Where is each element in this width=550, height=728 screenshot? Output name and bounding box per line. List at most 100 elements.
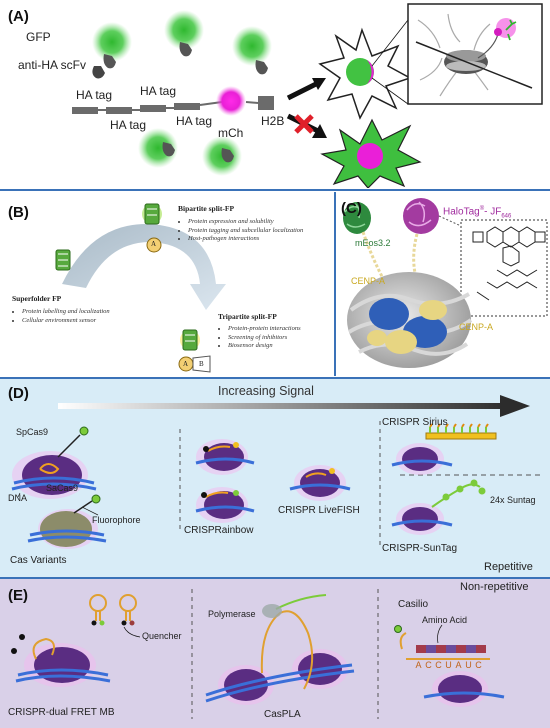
mcherry-icon (216, 86, 246, 116)
nonrepetitive-label: Non-repetitive (460, 581, 529, 593)
dye-structure-icon (472, 226, 546, 301)
ha-tag-label-1: HA tag (76, 88, 113, 102)
rna-sequence: A C C U A U C (414, 660, 483, 670)
rna-base: U (465, 660, 472, 670)
casilio-complex (394, 624, 505, 707)
livefish-label: CRISPR LiveFISH (278, 505, 360, 516)
gfp-scfv-3 (232, 26, 272, 75)
fret-label: CRISPR-dual FRET MB (8, 707, 115, 718)
separator-bc (334, 192, 336, 376)
superfolder-list: Protein labelling and localization Cellu… (12, 308, 110, 325)
bipartite-item: Protein expression and solubility (188, 218, 303, 227)
cas-complex-2 (27, 494, 107, 549)
fragment-b-label: B (199, 360, 204, 368)
halotag-protein-icon (403, 198, 439, 234)
caspla-label: CasPLA (264, 709, 301, 720)
sacas9-label: SaCas9 (46, 483, 79, 493)
gfp-label: GFP (26, 30, 51, 44)
meos-protein-icon (343, 202, 371, 234)
dye-structure-box (460, 219, 548, 317)
separator-cd (0, 377, 550, 379)
cell-top (318, 19, 412, 120)
caspla-complex (205, 594, 355, 705)
tripartite-item: Screening of inhibitors (228, 334, 301, 343)
quencher-label: Quencher (142, 631, 182, 641)
zoom-inset (407, 3, 543, 105)
panel-a: (A) GFP anti-HA scFv HA tag HA tag HA ta… (0, 0, 550, 188)
panel-a-graphic (72, 3, 543, 188)
tripartite-item: Protein-protein interactions (228, 325, 301, 334)
fluorophore-label: Fluorophore (92, 515, 141, 525)
tripartite-list: Protein-protein interactions Screening o… (218, 325, 301, 351)
panel-b: (B) Superfolder FP Protein labelling and… (0, 192, 333, 376)
rna-base: A (415, 660, 422, 670)
nucleosome-icon (347, 272, 473, 368)
mch-label: mCh (218, 126, 244, 140)
h2b-block (258, 96, 274, 110)
gfp-scfv-1 (92, 22, 132, 69)
increasing-signal-title: Increasing Signal (218, 384, 314, 398)
rna-base: C (425, 660, 432, 670)
casilio-label: Casilio (398, 599, 429, 610)
panel-b-label: (B) (8, 204, 29, 221)
suntag-label: CRISPR-SunTag (382, 543, 458, 554)
halotag-name: HaloTag (443, 206, 480, 218)
bipartite-list: Protein expression and solubility Protei… (178, 218, 303, 244)
suntag-complex (391, 479, 486, 535)
rna-base: U (445, 660, 452, 670)
panel-e-graphic (11, 589, 505, 719)
sirius-complex (391, 423, 497, 475)
arrow-up-icon (286, 78, 326, 101)
gfp-scfv-5 (202, 136, 242, 176)
panel-c: (C) HaloTag®- JF646 mEos3.2 CENP-A CENP-… (337, 192, 550, 376)
polymerase-label: Polymerase (208, 609, 256, 619)
panel-a-label: (A) (8, 8, 29, 25)
construct-chain (72, 86, 274, 116)
bipartite-fp-icon (142, 203, 162, 253)
gfp-scfv-4 (138, 128, 178, 168)
cell-bottom (320, 118, 422, 188)
amino-acid-label: Amino Acid (422, 615, 468, 625)
livefish-complex (289, 465, 351, 501)
molecular-beacon-1 (89, 594, 107, 626)
panel-d-label: (D) (8, 385, 29, 402)
panel-c-label: (C) (341, 200, 362, 217)
ha-tag-label-3: HA tag (110, 118, 147, 132)
ha-tag-label-4: HA tag (176, 114, 213, 128)
panel-c-graphic (343, 198, 548, 368)
curved-arrow-icon (62, 223, 226, 310)
repetitive-label: Repetitive (484, 561, 533, 573)
tripartite-title: Tripartite split-FP (218, 312, 277, 321)
red-cross-icon (294, 114, 314, 134)
cas-variants-label: Cas Variants (10, 555, 67, 566)
halotag-reg: ® (479, 206, 485, 212)
bipartite-item: Host-pathogen interactions (188, 235, 303, 244)
halotag-dye: - JF (484, 206, 502, 218)
crisprainbow-complex-1 (195, 439, 255, 475)
rna-base: C (435, 660, 442, 670)
bipartite-title: Bipartite split-FP (178, 204, 235, 213)
fragment-a-label: A (151, 240, 157, 248)
dna-label: DNA (8, 493, 28, 503)
rna-base: C (475, 660, 482, 670)
halotag-label: HaloTag®- JF646 (443, 206, 511, 219)
panel-e: (E) Non-repetitive Quencher CRISPR-dual … (0, 579, 550, 728)
suntag-count-label: 24x Suntag (490, 495, 536, 505)
panel-b-graphic (55, 203, 226, 373)
superfolder-fp-icon (55, 249, 71, 271)
panel-d: (D) Increasing Signal SpCas9 SaCas9 DNA … (0, 379, 550, 577)
cenpa-left-label: CENP-A (351, 276, 386, 286)
fret-complex (11, 634, 111, 687)
bipartite-item: Protein tagging and subcellular localiza… (188, 227, 303, 236)
fragment-a2-label: A (183, 360, 189, 368)
rna-base: A (455, 660, 462, 670)
superfolder-item: Protein labelling and localization (22, 308, 110, 317)
crisprainbow-complex-2 (195, 487, 255, 523)
halotag-sub: 646 (501, 213, 512, 220)
gfp-scfv-2 (164, 10, 204, 57)
superfolder-item: Cellular environment sensor (22, 317, 110, 326)
separator-a (0, 189, 550, 191)
signal-arrow-icon (500, 395, 530, 417)
scfv-icon (92, 66, 105, 79)
separator-de (0, 577, 550, 579)
